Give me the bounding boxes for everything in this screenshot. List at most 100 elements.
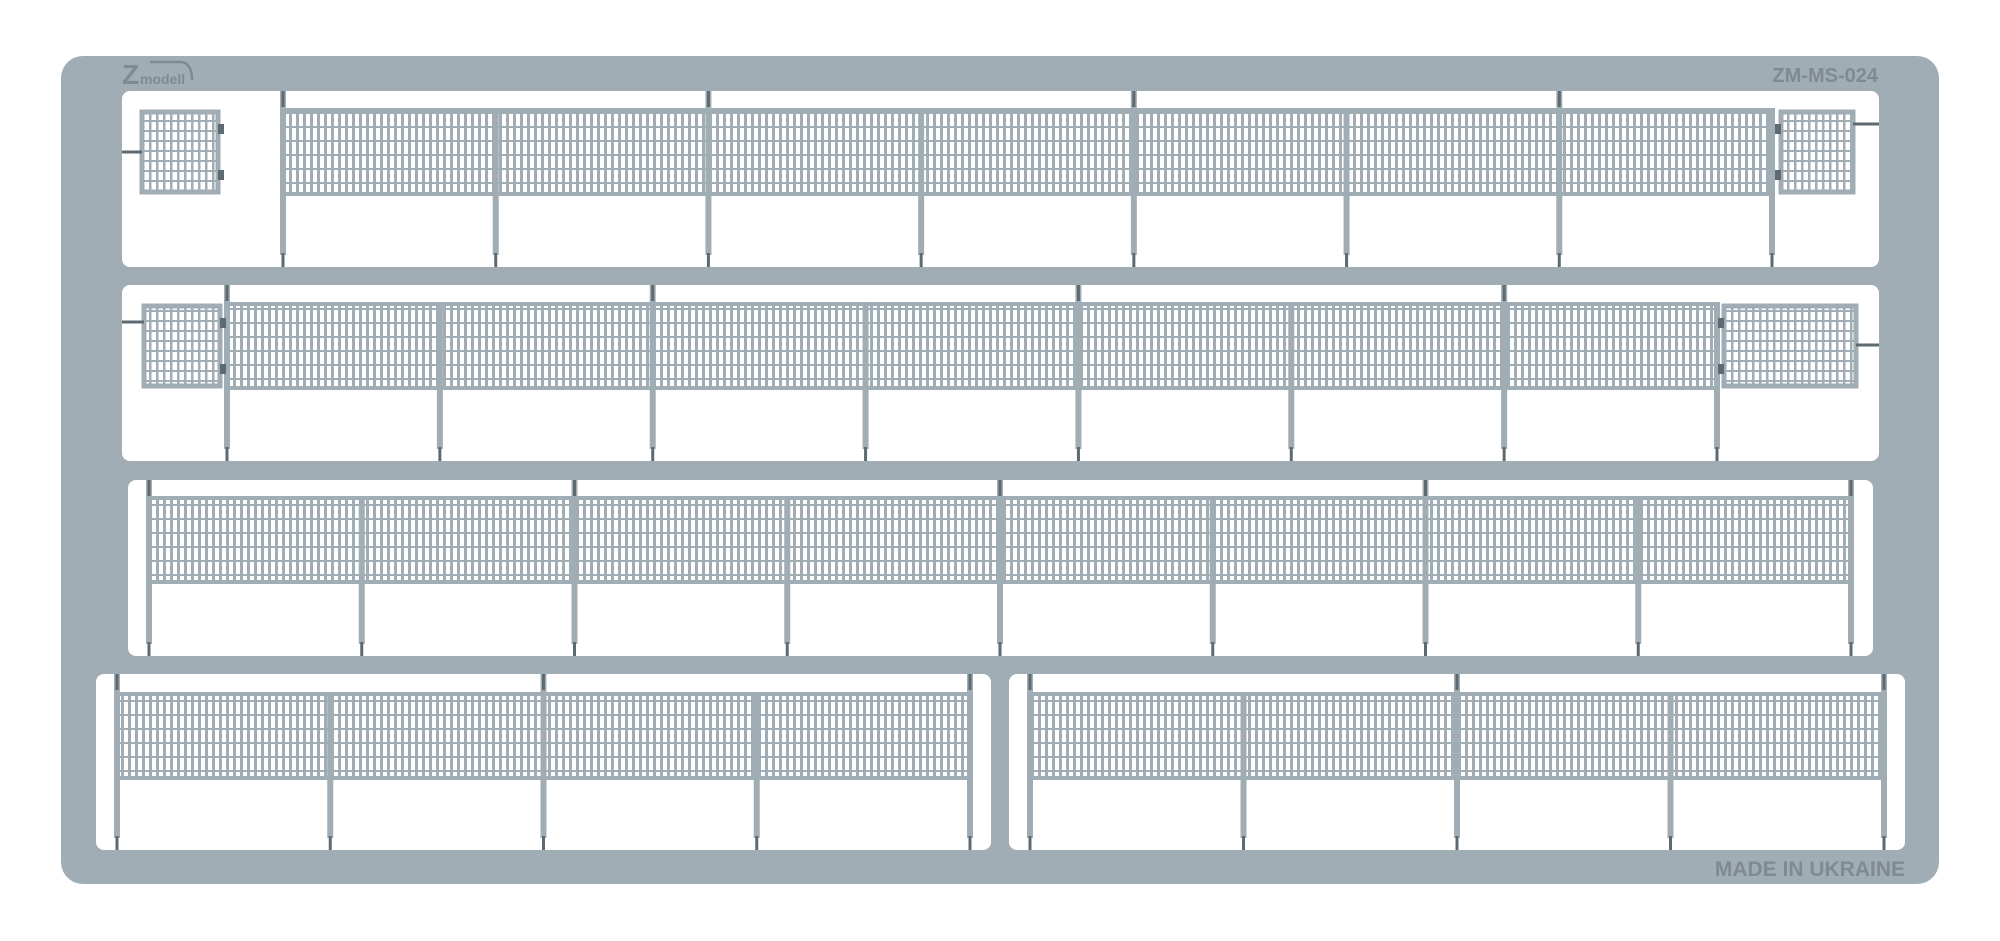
post-foot-tab	[542, 836, 545, 850]
fence-strip-4b	[1027, 674, 1887, 850]
sprue-tab	[122, 320, 144, 324]
made-in-label: MADE IN UKRAINE	[1715, 858, 1905, 881]
gate-mesh	[1724, 306, 1856, 386]
fence-mesh	[283, 108, 1772, 196]
fence-post	[1635, 496, 1642, 644]
sprue-tab	[122, 150, 142, 154]
gate-hinge	[218, 124, 224, 134]
post-foot-tab	[785, 642, 789, 656]
gate-mesh	[142, 112, 218, 192]
post-top-tab	[1849, 480, 1853, 496]
post-top-tab	[281, 91, 285, 107]
fence-strip-3	[146, 480, 1854, 656]
sprue-tab	[1853, 122, 1879, 126]
post-foot-tab	[706, 253, 710, 267]
fence-post	[862, 302, 869, 449]
post-top-tab	[1076, 285, 1080, 301]
fence-post	[753, 692, 760, 838]
fence-bottom-rail	[227, 386, 1717, 390]
post-foot-tab	[1770, 253, 1774, 267]
fence-post	[1454, 674, 1460, 838]
post-foot-tab	[1345, 253, 1349, 267]
post-top-tab	[968, 674, 972, 690]
fence-post	[1422, 480, 1429, 644]
post-foot-tab	[438, 447, 442, 461]
fence-post	[1848, 480, 1854, 644]
post-foot-tab	[328, 836, 332, 850]
gate-frame	[141, 303, 223, 389]
post-top-tab	[1882, 674, 1886, 690]
fence-bottom-rail	[283, 192, 1772, 196]
fence-post	[1714, 302, 1720, 449]
brand-name: modell	[140, 71, 185, 87]
fence-post	[436, 302, 443, 449]
fence-post	[1343, 108, 1350, 255]
post-foot-tab	[1455, 836, 1459, 850]
fence-strip-1	[122, 91, 1879, 267]
gate-hinge	[1718, 318, 1724, 328]
post-top-tab	[706, 91, 710, 107]
fence-top-rail	[227, 302, 1717, 306]
gate-mesh	[1781, 112, 1853, 192]
post-foot-tab	[225, 447, 229, 461]
fence-parts	[114, 91, 1887, 850]
fence-post	[327, 692, 334, 838]
post-foot-tab	[1424, 642, 1427, 656]
post-foot-tab	[651, 447, 655, 461]
brand-letter: Z	[122, 59, 139, 90]
sprue-tab	[1856, 343, 1879, 347]
fence-post	[997, 480, 1003, 644]
fence-post	[280, 91, 286, 255]
fence-post	[1769, 108, 1775, 255]
fence-post	[358, 496, 365, 644]
part-number: ZM-MS-024	[1772, 65, 1878, 87]
post-foot-tab	[1636, 642, 1640, 656]
post-foot-tab	[1211, 642, 1215, 656]
fence-post	[649, 285, 656, 449]
post-foot-tab	[998, 642, 1002, 656]
post-top-tab	[651, 285, 655, 301]
fence-post	[1240, 692, 1247, 838]
post-foot-tab	[115, 836, 119, 850]
fence-post	[1288, 302, 1295, 449]
post-foot-tab	[1669, 836, 1672, 850]
post-top-tab	[998, 480, 1002, 496]
post-foot-tab	[1502, 447, 1506, 461]
post-foot-tab	[281, 253, 285, 267]
post-top-tab	[1028, 674, 1032, 690]
post-top-tab	[542, 674, 545, 690]
post-foot-tab	[1882, 836, 1886, 850]
post-foot-tab	[360, 642, 364, 656]
gate-hinge	[1775, 170, 1781, 180]
fence-post	[540, 674, 547, 838]
fence-post	[1209, 496, 1216, 644]
fence-post	[1130, 91, 1137, 255]
post-top-tab	[1557, 91, 1561, 107]
fence-post	[1501, 285, 1508, 449]
brand-logo: Z modell	[122, 59, 194, 90]
post-foot-tab	[1557, 253, 1561, 267]
gate-hinge	[218, 170, 224, 180]
post-foot-tab	[968, 836, 972, 850]
post-top-tab	[147, 480, 151, 496]
post-foot-tab	[573, 642, 576, 656]
post-top-tab	[115, 674, 119, 690]
post-top-tab	[225, 285, 229, 301]
fence-post	[1027, 674, 1033, 838]
post-foot-tab	[864, 447, 868, 461]
post-foot-tab	[1076, 447, 1080, 461]
fence-top-rail	[283, 108, 1772, 112]
post-foot-tab	[147, 642, 151, 656]
fence-strip-2	[122, 285, 1879, 461]
post-foot-tab	[494, 253, 498, 267]
post-foot-tab	[919, 253, 923, 267]
post-foot-tab	[755, 836, 759, 850]
gate-mesh	[144, 306, 220, 386]
post-top-tab	[1424, 480, 1427, 496]
gate-frame	[1778, 109, 1856, 195]
gate-hinge	[220, 318, 226, 328]
post-foot-tab	[1132, 253, 1136, 267]
gate-hinge	[1775, 124, 1781, 134]
